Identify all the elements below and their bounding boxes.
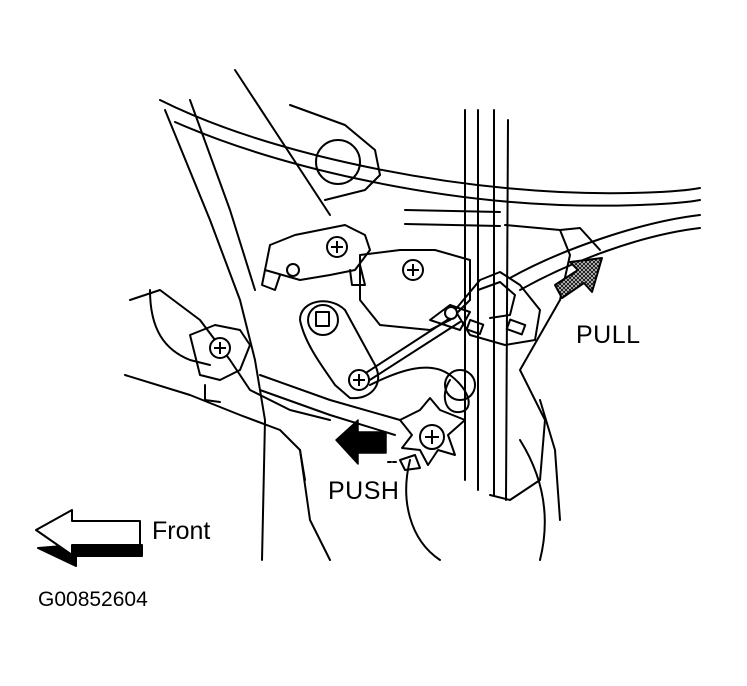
clip-slot-2	[465, 318, 485, 336]
left-lower-frame-2	[124, 374, 306, 481]
screw-4	[348, 369, 370, 391]
cable-clip	[454, 271, 541, 346]
screw-3	[209, 337, 231, 359]
pull-arrow-icon	[554, 257, 603, 299]
screw-2	[402, 259, 424, 281]
left-bracket-tab	[204, 384, 221, 403]
clip-slot	[505, 318, 527, 336]
frame-top-block	[289, 104, 381, 201]
screw-5	[419, 424, 445, 450]
left-block	[189, 324, 251, 381]
upper-cable-inner	[174, 121, 701, 207]
bracket-hole	[286, 263, 300, 277]
rail-4	[505, 119, 509, 501]
left-lower-frame-3	[149, 289, 211, 366]
pull-cable-2	[519, 227, 701, 291]
right-housing	[489, 224, 571, 501]
cable-clip-inner	[477, 281, 516, 319]
pull-label: PULL	[576, 321, 641, 349]
lower-curve	[405, 459, 441, 561]
thin-wire	[234, 69, 331, 216]
spring-loop	[444, 369, 476, 401]
front-arrow-icon	[35, 509, 143, 567]
lever-pivot	[307, 304, 339, 336]
lever-arm	[299, 300, 380, 400]
connecting-rod-2	[361, 321, 461, 386]
figure-code: G00852604	[38, 588, 148, 611]
return-spring	[369, 366, 470, 414]
rail-h2	[404, 223, 501, 227]
front-label: Front	[152, 517, 211, 545]
upper-cable	[159, 99, 701, 195]
left-lower-frame	[129, 289, 331, 421]
frame-left-outer	[164, 109, 266, 561]
lever-pivot-key	[315, 311, 330, 327]
lower-curve-3	[539, 399, 561, 521]
diagonal-rail	[259, 374, 401, 421]
top-bracket-tab-r	[349, 264, 366, 286]
frame-left-inner	[189, 99, 256, 291]
screw-6	[444, 306, 458, 320]
diagonal-rail-2	[259, 389, 396, 436]
connecting-rod	[357, 314, 456, 379]
small-clip	[399, 454, 421, 471]
lower-body	[299, 449, 331, 561]
star-bracket	[399, 397, 466, 466]
push-label: PUSH	[328, 477, 400, 505]
lower-curve-2	[519, 439, 546, 561]
push-arrow-icon	[335, 419, 387, 465]
screw-1	[326, 236, 348, 258]
center-plate	[359, 249, 471, 331]
top-bracket	[264, 224, 371, 281]
pull-cable	[509, 214, 701, 279]
top-bracket-tab-l	[261, 269, 281, 291]
right-housing-arm	[559, 227, 601, 251]
screws	[209, 236, 458, 450]
rail-h1	[404, 209, 501, 213]
cable-end-fitting	[429, 304, 471, 331]
round-boss	[315, 139, 361, 185]
